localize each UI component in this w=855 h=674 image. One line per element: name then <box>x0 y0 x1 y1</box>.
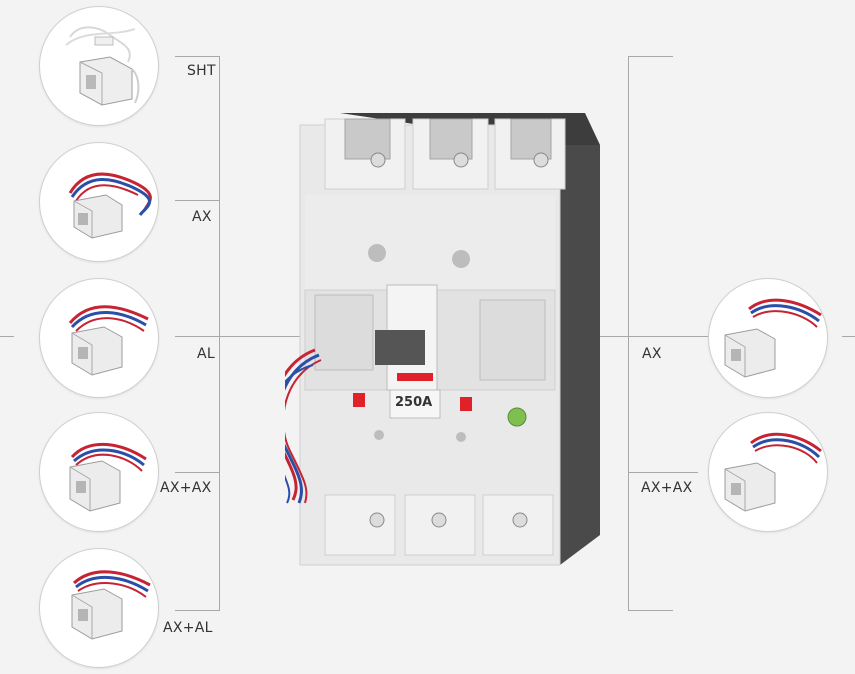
right-edge-line <box>842 336 855 337</box>
breaker-handle <box>375 330 425 365</box>
left-tick-al <box>175 336 300 337</box>
accessory-right-ax <box>708 278 828 398</box>
breaker-rating: 250A <box>395 395 433 410</box>
left-tick-ax <box>175 200 220 201</box>
auxiliary-contact-icon <box>71 570 151 640</box>
trip-indicator-right <box>460 397 472 411</box>
top-terminals <box>324 118 566 190</box>
left-tick-axax <box>175 472 220 473</box>
bottom-terminals <box>324 494 554 556</box>
auxiliary-contact-icon <box>724 298 822 378</box>
left-bracket-vertical <box>219 56 220 611</box>
wire-bundle <box>285 348 322 504</box>
trip-indicator-left <box>353 393 365 407</box>
shunt-trip-icon <box>65 26 140 106</box>
label-sht: SHT <box>187 63 216 79</box>
left-bracket-bottom <box>175 610 220 611</box>
auxiliary-contact-icon <box>68 305 149 376</box>
accessory-right-ax-ax <box>708 412 828 532</box>
push-to-trip-button <box>507 407 527 427</box>
label-ax: AX <box>192 209 212 225</box>
left-edge-line <box>0 336 14 337</box>
right-bracket-vertical <box>628 56 629 611</box>
label-right-ax-ax: AX+AX <box>641 480 693 496</box>
accessory-ax-al <box>39 548 159 668</box>
label-right-ax: AX <box>642 346 662 362</box>
right-tick-ax <box>548 336 708 337</box>
right-bracket-bottom <box>628 610 673 611</box>
auxiliary-contact-icon <box>69 442 147 512</box>
label-al: AL <box>197 346 215 362</box>
auxiliary-contact-icon <box>68 172 152 239</box>
right-bracket-top <box>628 56 673 57</box>
accessory-sht <box>39 6 159 126</box>
auxiliary-contact-icon <box>724 432 822 512</box>
left-bracket-top <box>175 56 220 57</box>
label-ax-al: AX+AL <box>163 620 213 636</box>
accessory-ax <box>39 142 159 262</box>
circuit-breaker <box>285 113 600 566</box>
accessory-al <box>39 278 159 398</box>
accessory-ax-ax <box>39 412 159 532</box>
label-ax-ax: AX+AX <box>160 480 212 496</box>
right-tick-axax <box>628 472 698 473</box>
